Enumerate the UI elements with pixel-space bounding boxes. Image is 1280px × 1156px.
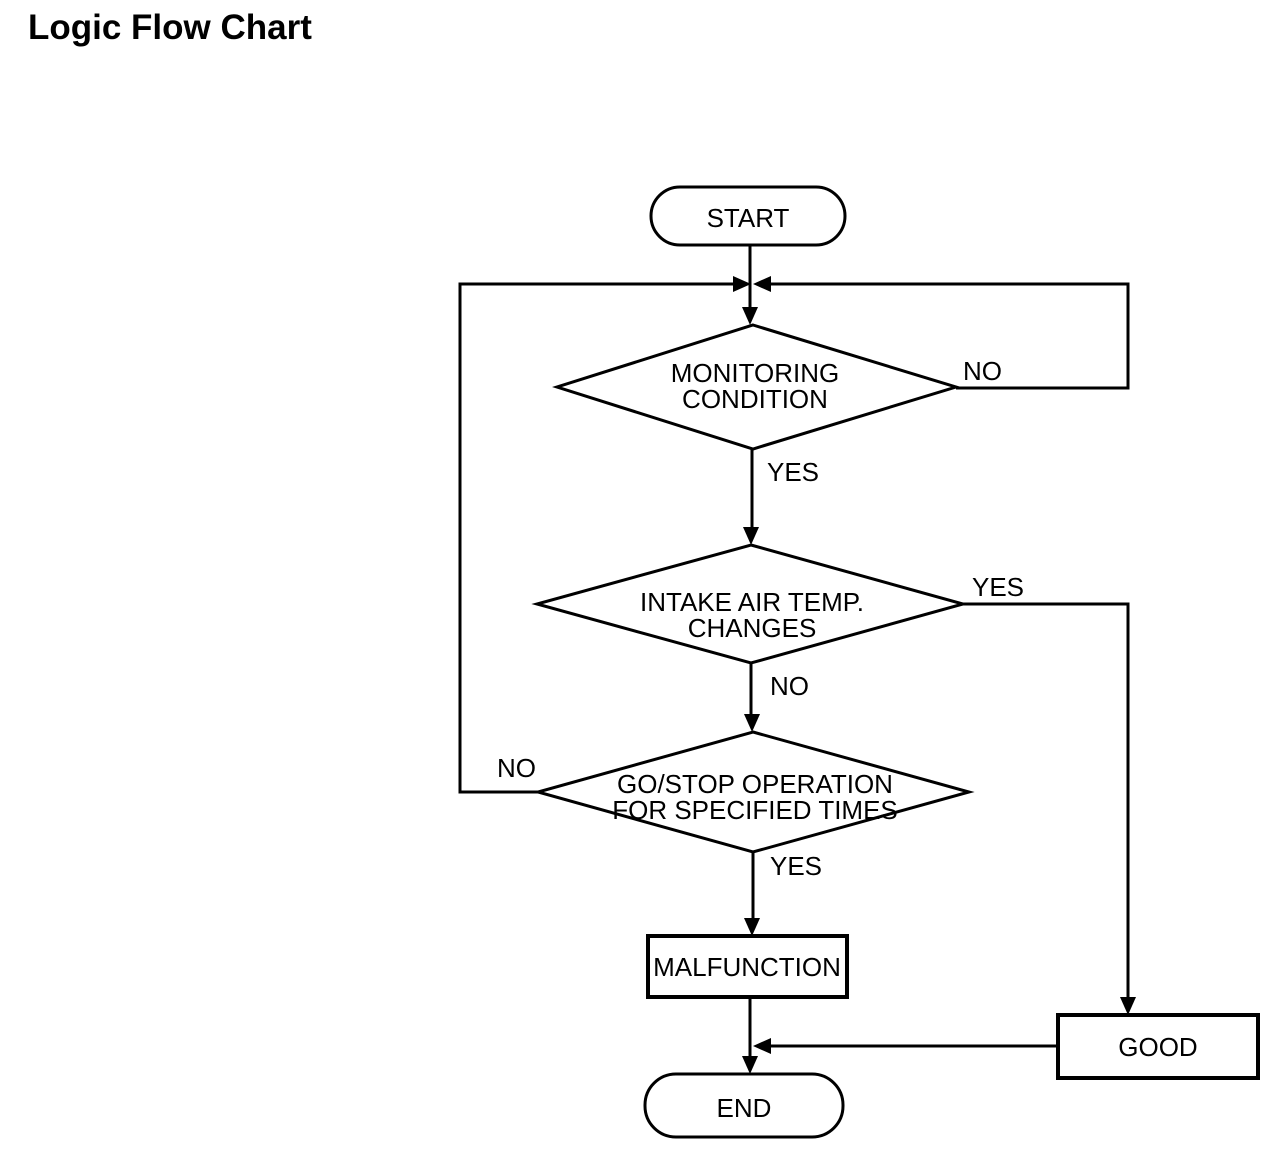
- start-terminator-shape: [649, 185, 847, 247]
- gostop-decision-shape: [532, 730, 975, 854]
- intake-label-line1: INTAKE AIR TEMP.: [640, 587, 864, 617]
- good-label: GOOD: [1118, 1032, 1197, 1062]
- arrow-down-into-monitoring-icon: [742, 307, 758, 325]
- malfunction-process-shape: [646, 934, 849, 999]
- gostop-no-label: NO: [497, 753, 536, 783]
- gostop-label-line2: FOR SPECIFIED TIMES: [612, 795, 898, 825]
- arrow-left-into-junction-icon: [753, 276, 771, 292]
- edge-monitoring-no-loop: [771, 282, 1130, 390]
- node-end: END: [643, 1072, 845, 1139]
- node-intake-air-temp: INTAKE AIR TEMP. CHANGES: [531, 543, 969, 665]
- page-title: Logic Flow Chart: [28, 8, 312, 47]
- arrow-down-into-gostop-icon: [744, 714, 760, 732]
- intake-decision-shape: [531, 543, 969, 665]
- arrow-down-into-malfunction-icon: [744, 918, 760, 936]
- arrow-down-into-good-icon: [1120, 997, 1136, 1015]
- node-good: GOOD: [1056, 1013, 1260, 1080]
- node-start: START: [649, 185, 847, 247]
- arrow-left-into-end-line-icon: [753, 1038, 771, 1054]
- arrow-down-into-end-icon: [742, 1056, 758, 1074]
- edge-gostop-no-loop: [458, 282, 733, 794]
- malfunction-label: MALFUNCTION: [653, 952, 841, 982]
- node-go-stop-operation: GO/STOP OPERATION FOR SPECIFIED TIMES: [532, 730, 975, 854]
- monitoring-no-label: NO: [963, 356, 1002, 386]
- end-terminator-shape: [643, 1072, 845, 1139]
- gostop-yes-label: YES: [770, 851, 822, 881]
- arrow-down-into-intake-icon: [743, 527, 759, 545]
- edge-intake-yes-to-good: [963, 602, 1130, 1000]
- end-label: END: [717, 1093, 772, 1123]
- monitoring-label-line2: CONDITION: [682, 384, 828, 414]
- node-monitoring-condition: MONITORING CONDITION: [552, 323, 962, 451]
- intake-label-line2: CHANGES: [688, 613, 817, 643]
- start-label: START: [707, 203, 790, 233]
- node-malfunction: MALFUNCTION: [646, 934, 849, 999]
- monitoring-yes-label: YES: [767, 457, 819, 487]
- arrow-right-into-junction-icon: [733, 276, 751, 292]
- good-process-shape: [1056, 1013, 1260, 1080]
- monitoring-label-line1: MONITORING: [671, 358, 840, 388]
- intake-yes-label: YES: [972, 572, 1024, 602]
- gostop-label-line1: GO/STOP OPERATION: [617, 769, 893, 799]
- intake-no-label: NO: [770, 671, 809, 701]
- monitoring-decision-shape: [552, 323, 962, 451]
